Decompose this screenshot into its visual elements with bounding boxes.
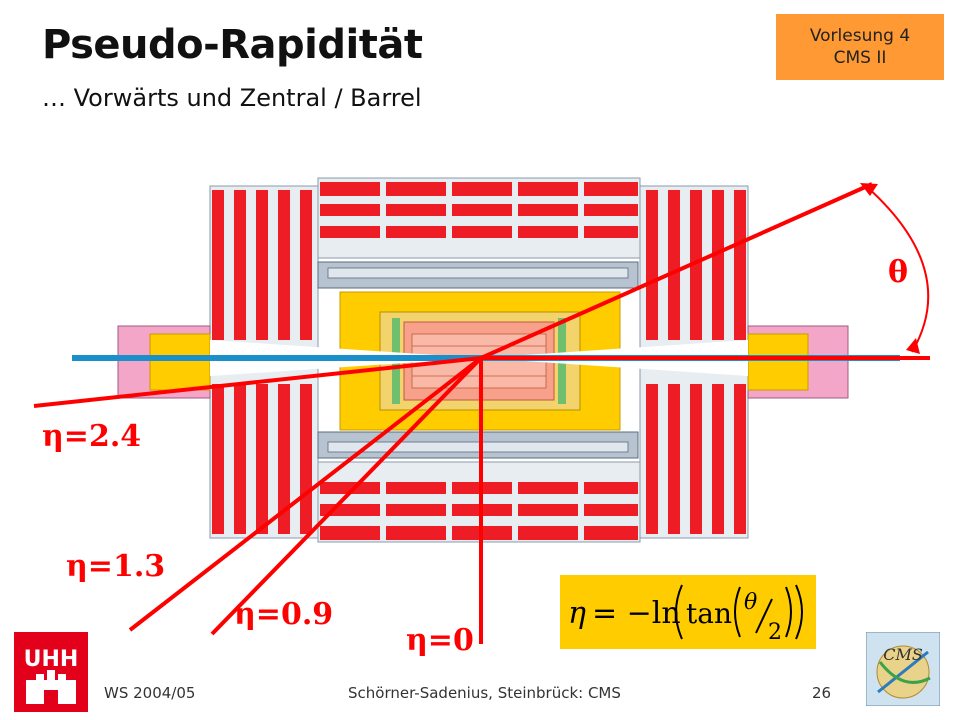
eta-0-9-line [210,356,483,636]
uhh-logo-icon: UHH [14,632,88,712]
eta-0-label: η=0 [406,623,474,658]
page-title: Pseudo-Rapidität [42,22,423,68]
eta-2-4-line [33,356,482,408]
theta-arc [865,185,930,353]
theta-label: θ [888,255,908,290]
formula-svg: η = −ln tan θ 2 [568,584,803,645]
eta-formula: η = −ln tan θ 2 [560,575,816,649]
badge-line-2: CMS II [833,48,887,68]
theta-arrowhead-top [860,183,878,196]
page-subtitle: … Vorwärts und Zentral / Barrel [42,84,422,112]
cms-logo-text: CMS [883,645,923,664]
footer-page-number: 26 [812,684,832,702]
uhh-logo: UHH [14,632,88,712]
formula-two: 2 [768,620,782,645]
eta-1-3-line [128,356,483,632]
formula-theta: θ [744,590,757,615]
formula-paren-open [675,584,683,640]
cms-logo-icon: CMS [866,632,940,706]
theta-arrowhead-bottom [906,338,920,354]
theta-ref-line [480,182,873,360]
footer-semester: WS 2004/05 [104,684,196,702]
formula-paren-inner-close [785,586,792,638]
footer-authors: Schörner-Sadenius, Steinbrück: CMS [348,684,621,702]
formula-paren-close [795,584,803,640]
lecture-badge: Vorlesung 4 CMS II [776,14,944,80]
formula-slash [755,598,773,634]
badge-line-1: Vorlesung 4 [809,26,911,46]
eta-1-3-label: η=1.3 [66,549,165,584]
eta-0-9-label: η=0.9 [234,597,333,632]
uhh-logo-text: UHH [24,647,79,672]
eta-lines [33,182,930,644]
formula-neg-ln: = −ln [592,596,681,631]
formula-tan: tan [686,597,732,630]
eta-2-4-label: η=2.4 [42,419,141,454]
cms-logo: CMS [866,632,940,706]
formula-paren-inner-open [734,586,741,638]
formula-eta: η [568,596,586,631]
